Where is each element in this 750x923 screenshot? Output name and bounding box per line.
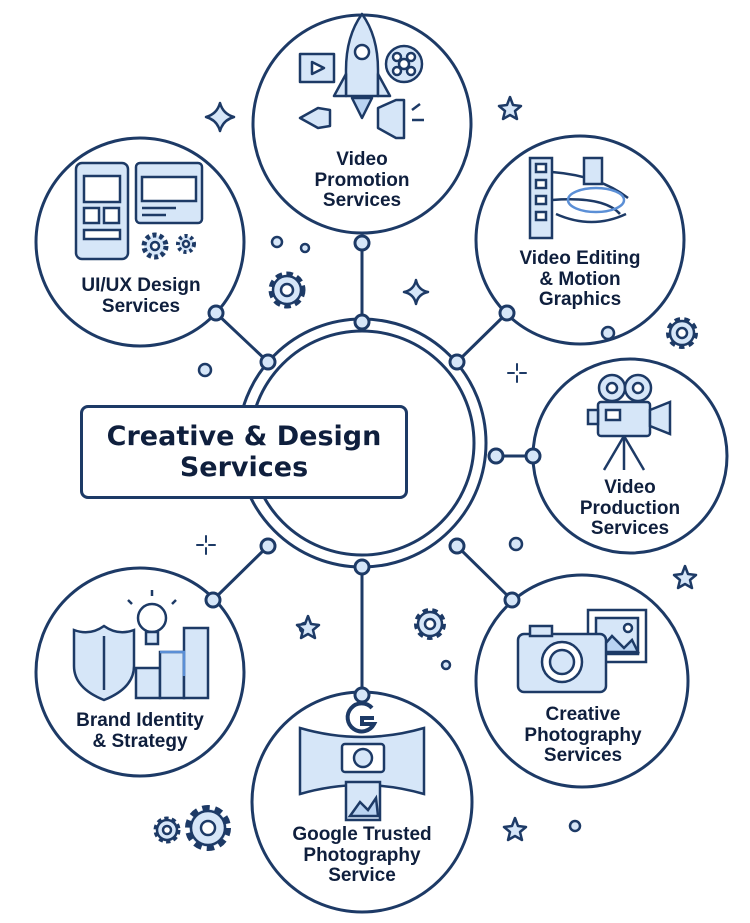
star-icon <box>295 614 321 640</box>
connector-video-editing <box>455 311 509 364</box>
gear-icon <box>414 608 446 640</box>
crosshair-icon <box>196 535 216 555</box>
sparkle-icon <box>402 278 430 306</box>
circle-video-editing <box>474 134 686 346</box>
movie-camera-icon <box>586 373 672 471</box>
hub-title-line-2: Services <box>179 452 309 483</box>
connector-brand <box>211 544 270 602</box>
gear-icon <box>666 317 698 349</box>
circle-creative-photo <box>474 573 690 789</box>
crosshair-icon <box>507 363 527 383</box>
hub-title: Creative & Design Services <box>80 405 408 499</box>
star-icon <box>502 816 528 842</box>
film-strip-icon <box>528 156 629 240</box>
camera-photo-icon <box>516 608 648 694</box>
gear-icon <box>268 271 306 309</box>
star-icon <box>497 95 523 121</box>
connector-ui-ux <box>214 311 270 364</box>
gear-icon <box>185 805 231 851</box>
circle-brand <box>34 566 246 778</box>
shield-lightbulb-icon <box>72 590 210 702</box>
label-brand-identity: Brand Identity& Strategy <box>76 710 204 752</box>
hub-title-line-1: Creative & Design <box>106 420 382 452</box>
connector-creative-photo <box>455 544 514 602</box>
sparkle-icon <box>204 101 236 133</box>
rocket-icon <box>298 12 424 140</box>
gear-icon <box>153 816 181 844</box>
mobile-desktop-wireframe-icon <box>74 161 204 261</box>
circle-ui-ux <box>34 136 246 348</box>
google-360-camera-icon <box>298 701 426 822</box>
star-icon <box>672 564 698 590</box>
